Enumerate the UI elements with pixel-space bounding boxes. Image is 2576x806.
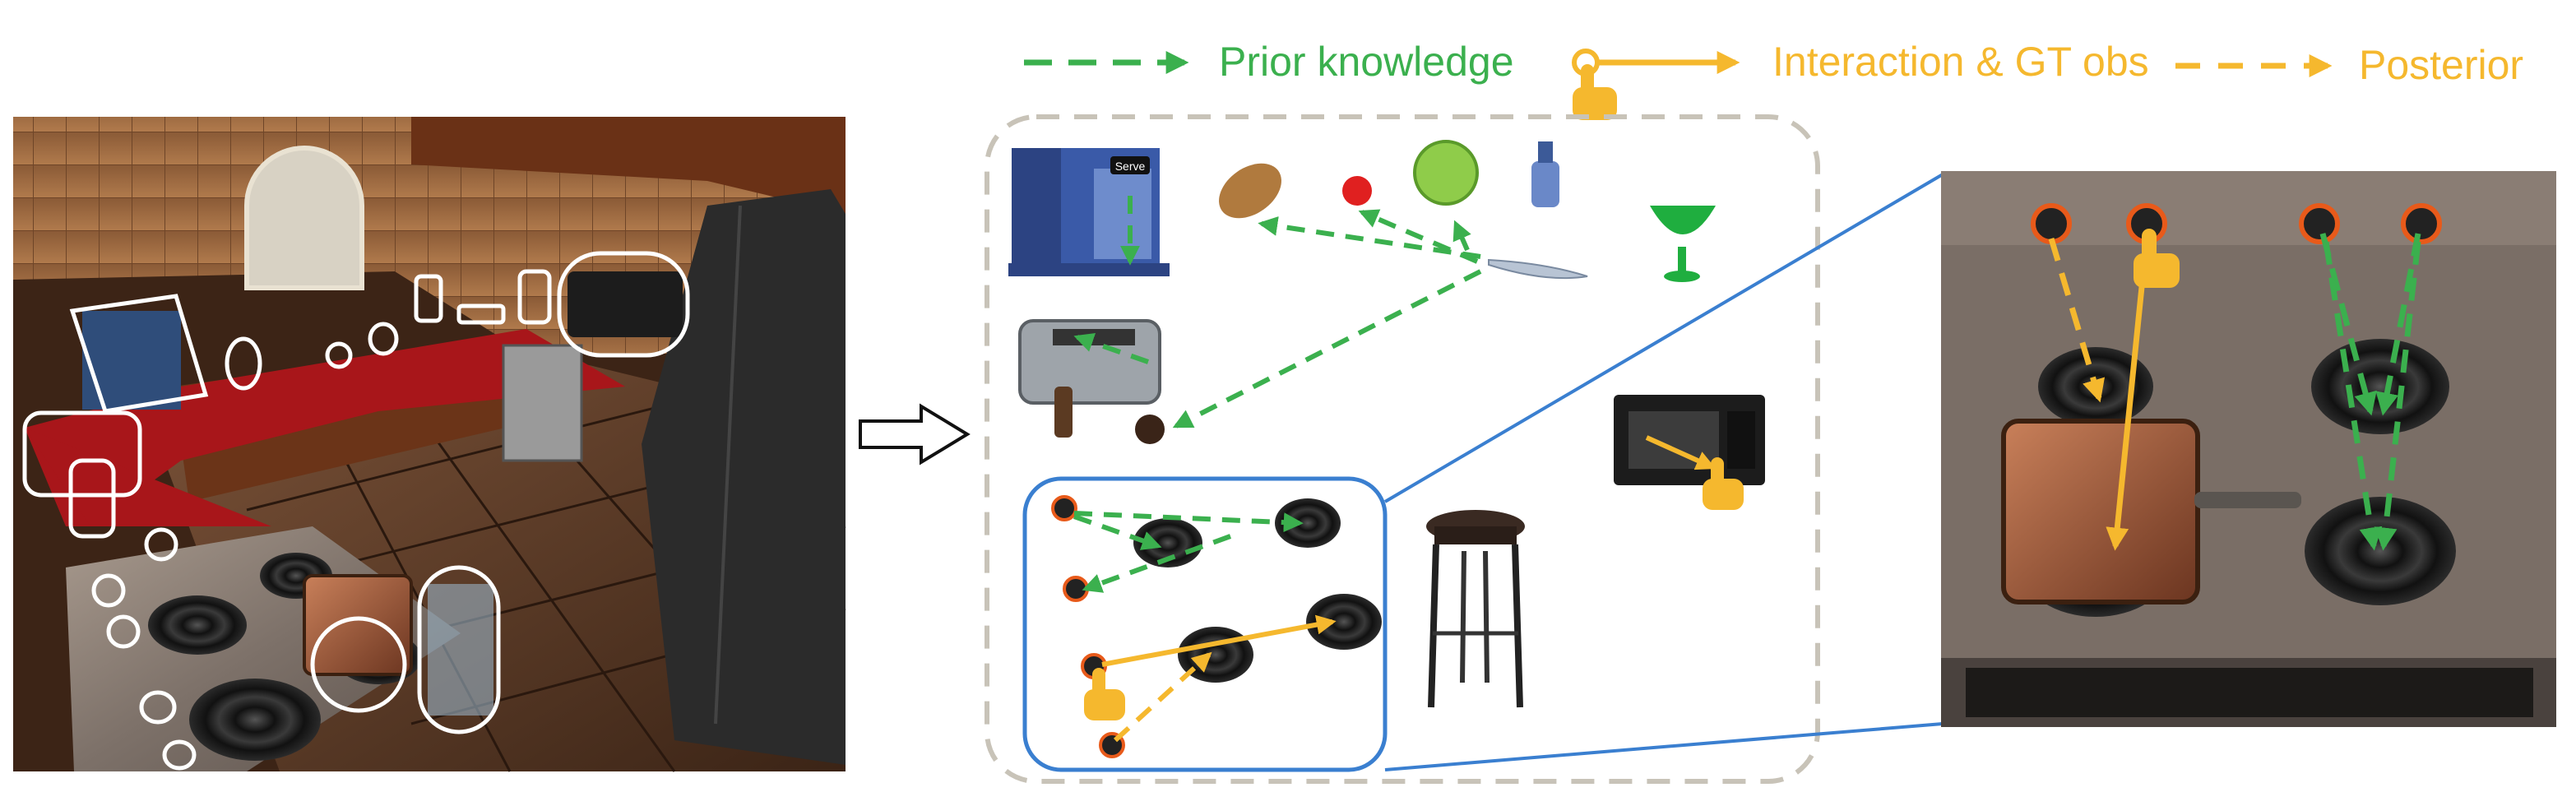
butter-knife [1488, 258, 1588, 280]
closeup-interaction-arrows [2048, 237, 2150, 551]
legend-interaction-arrow [1572, 49, 1740, 76]
microwave [1614, 395, 1765, 485]
stove-closeup-image [1941, 171, 2556, 727]
closeup-prior-arrows [2319, 233, 2421, 551]
scene-graph-panel: Serve [985, 114, 1820, 784]
hand-pointer-icon [2134, 229, 2180, 288]
hand-pointer-icon [1703, 457, 1744, 510]
hollow-arrow-right-icon [859, 403, 971, 466]
prior-knowledge-arrows [1073, 196, 1482, 593]
stove-subgraph-box [1022, 476, 1388, 772]
object-outlines [22, 251, 690, 771]
interaction-arrows [1101, 435, 1717, 743]
stove-knobs-and-burners [1051, 495, 1382, 758]
hand-pointer-icon [1084, 668, 1125, 720]
zoom-lines [1383, 173, 1944, 771]
spray-bottle [1531, 141, 1559, 207]
pepper-mill [1054, 387, 1073, 438]
stool [1426, 510, 1525, 708]
tomato [1342, 176, 1372, 206]
legend: Prior knowledge Interaction & GT obs Pos… [1024, 39, 2523, 120]
toaster [1018, 319, 1161, 405]
copper-pan [2001, 419, 2301, 604]
small-bowl [1135, 415, 1165, 444]
kitchen-scene-image [13, 117, 846, 772]
hand-pointer-icon [1573, 64, 1617, 120]
legend-posterior-label: Posterior [2359, 42, 2523, 88]
legend-prior-label: Prior knowledge [1219, 39, 1514, 85]
lettuce [1413, 140, 1479, 206]
bread [1219, 163, 1281, 219]
coffee-machine-label: Serve [1115, 160, 1146, 173]
green-goblet [1650, 206, 1716, 282]
legend-interaction-label: Interaction & GT obs [1772, 39, 2149, 85]
coffee-machine: Serve [1008, 148, 1170, 276]
